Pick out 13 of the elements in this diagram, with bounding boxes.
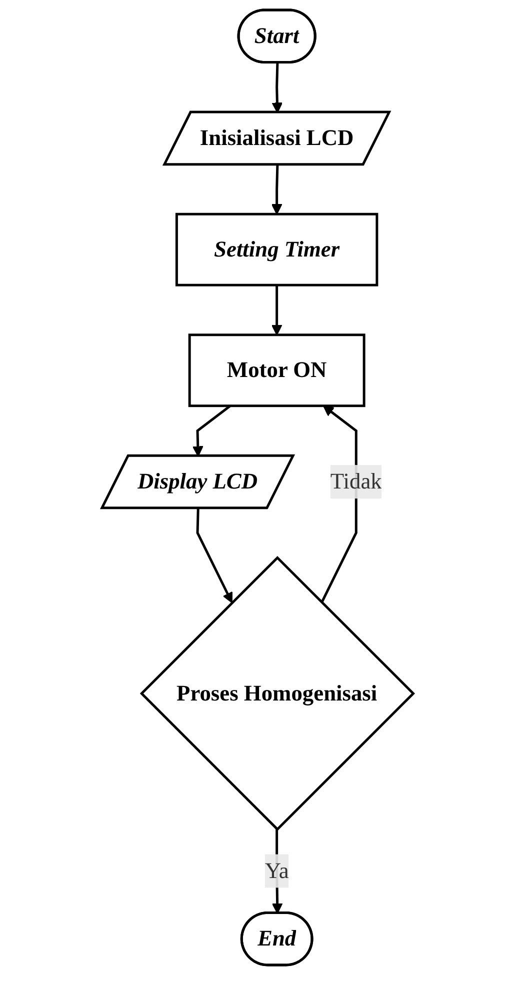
arrow [272,62,283,114]
process-box: Motor ON [188,334,366,408]
terminal-oval: End [240,911,314,966]
io-parallelogram: Inisialisasi LCD [162,110,392,166]
edge-label: Tidak [330,464,382,499]
arrow [271,285,282,336]
process-box: Setting Timer [175,212,378,286]
arrow [192,404,231,457]
edge-label: Ya [264,854,289,888]
arrow [196,508,232,604]
arrow [271,164,282,215]
io-parallelogram: Display LCD [100,454,295,510]
decision-diamond: Proses Homogenisasi [140,556,415,832]
